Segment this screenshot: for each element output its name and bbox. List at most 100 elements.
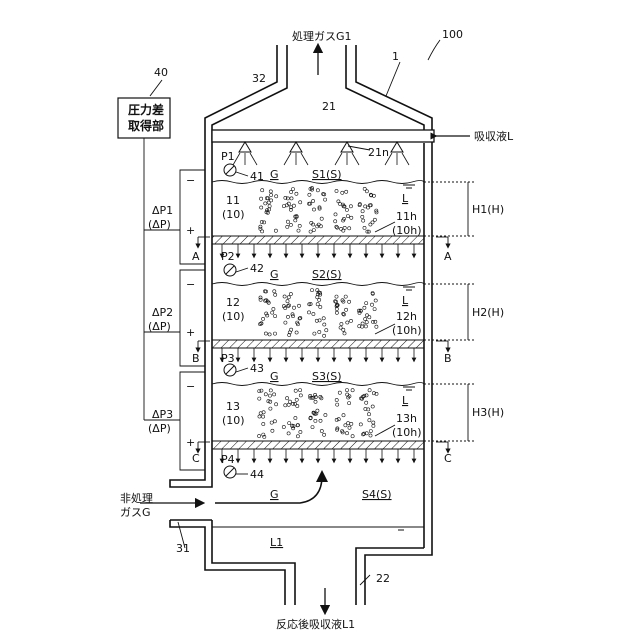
packing-particle xyxy=(349,319,352,322)
packing-particle xyxy=(339,326,342,329)
packing-particle xyxy=(345,208,348,211)
packing-particle xyxy=(371,221,374,224)
label-12h: 12h xyxy=(396,310,417,323)
packing-particle xyxy=(365,401,368,404)
packing-particle xyxy=(270,421,273,424)
packing-particle xyxy=(369,434,372,437)
packing-particle xyxy=(348,300,351,303)
packing-particle xyxy=(284,404,287,407)
packing-particle xyxy=(292,306,295,309)
packing-particle xyxy=(287,432,290,435)
packing-particle xyxy=(335,189,338,192)
packing-particle xyxy=(323,433,326,436)
label-g-1: G xyxy=(270,168,279,181)
packing-particle xyxy=(268,394,271,397)
label-dp2: ΔP2 xyxy=(152,306,173,319)
packing-particle xyxy=(346,215,349,218)
label-g-4: G xyxy=(270,488,279,501)
packing-particle xyxy=(275,195,278,198)
packing-particle xyxy=(323,323,326,326)
packing-particle xyxy=(290,328,293,331)
label-b-left: B xyxy=(192,352,200,365)
pd-unit-label-2: 取得部 xyxy=(128,118,164,133)
label-10h-b: (10h) xyxy=(392,324,422,337)
packing-particle xyxy=(348,426,351,429)
packing-particle xyxy=(367,413,370,416)
label-l1: L1 xyxy=(270,536,283,549)
label-minus-3: − xyxy=(186,380,195,393)
packing-particle xyxy=(286,300,289,303)
packing-particle xyxy=(274,229,277,232)
label-inlet-gas-1: 非処理 xyxy=(120,492,153,505)
packing-particle xyxy=(334,213,337,216)
packing-particle xyxy=(368,316,371,319)
packing-particle xyxy=(345,432,348,435)
packing-particle xyxy=(262,422,265,425)
packing-particle xyxy=(273,393,276,396)
pd-unit-label-1: 圧力差 xyxy=(128,102,164,117)
packing-particle xyxy=(273,420,276,423)
packing-particle xyxy=(296,435,299,438)
packing-particle xyxy=(299,430,302,433)
label-43: 43 xyxy=(250,362,264,375)
packing-particle xyxy=(364,317,367,320)
label-bed-10-a: (10) xyxy=(222,208,245,221)
packing-particle xyxy=(319,305,322,308)
label-ref-32: 32 xyxy=(252,72,266,85)
packing-particle xyxy=(270,193,273,196)
label-p2: P2 xyxy=(221,250,235,263)
packing-particle xyxy=(371,405,374,408)
label-s2: S2(S) xyxy=(312,268,342,281)
packing-particle xyxy=(318,298,321,301)
packing-particle xyxy=(260,220,263,223)
packing-particle xyxy=(268,333,271,336)
label-dp-b: (ΔP) xyxy=(148,320,171,333)
packing-particle xyxy=(274,315,277,318)
packing-particle xyxy=(373,218,376,221)
packing-particle xyxy=(286,220,289,223)
packing-particle xyxy=(264,332,267,335)
packing-particle xyxy=(287,296,290,299)
packing-particle xyxy=(264,393,267,396)
packing-particle xyxy=(269,389,272,392)
packing-particle xyxy=(271,429,274,432)
packing-particle xyxy=(369,430,372,433)
label-minus-2: − xyxy=(186,278,195,291)
packing-particle xyxy=(295,398,298,401)
packing-particle xyxy=(342,414,345,417)
packing-particle xyxy=(364,325,367,328)
packing-particle xyxy=(271,311,274,314)
packing-particle xyxy=(311,426,314,429)
packing-particle xyxy=(294,219,297,222)
tray-3 xyxy=(212,441,424,449)
packing-particle xyxy=(335,225,338,228)
packing-particle xyxy=(323,334,326,337)
packing-particle xyxy=(282,205,285,208)
label-41: 41 xyxy=(250,170,264,183)
packing-particle xyxy=(372,424,375,427)
packing-particle xyxy=(342,328,345,331)
label-ref-1: 1 xyxy=(392,50,399,63)
packing-particle xyxy=(286,397,289,400)
packing-particle xyxy=(261,189,264,192)
packing-particle xyxy=(310,289,313,292)
label-ref-31: 31 xyxy=(176,542,190,555)
packing-particle xyxy=(312,312,315,315)
packing-particle xyxy=(294,389,297,392)
label-bed-13: 13 xyxy=(226,400,240,413)
packing-particle xyxy=(259,227,262,230)
packing-particle xyxy=(372,421,375,424)
packing-particle xyxy=(351,435,354,438)
packing-particle xyxy=(334,220,337,223)
packing-particle xyxy=(312,199,315,202)
label-spent-liquid: 反応後吸収液L1 xyxy=(276,617,355,631)
label-ref-21n: 21n xyxy=(368,146,389,159)
packing-particle xyxy=(269,190,272,193)
packing-particle xyxy=(320,429,323,432)
label-minus-1: − xyxy=(186,174,195,187)
label-inlet-gas-2: ガスG xyxy=(120,506,151,519)
packing-particle xyxy=(262,317,265,320)
packing-particle xyxy=(274,293,277,296)
label-h3: H3(H) xyxy=(472,406,504,419)
packing-particle xyxy=(373,308,376,311)
